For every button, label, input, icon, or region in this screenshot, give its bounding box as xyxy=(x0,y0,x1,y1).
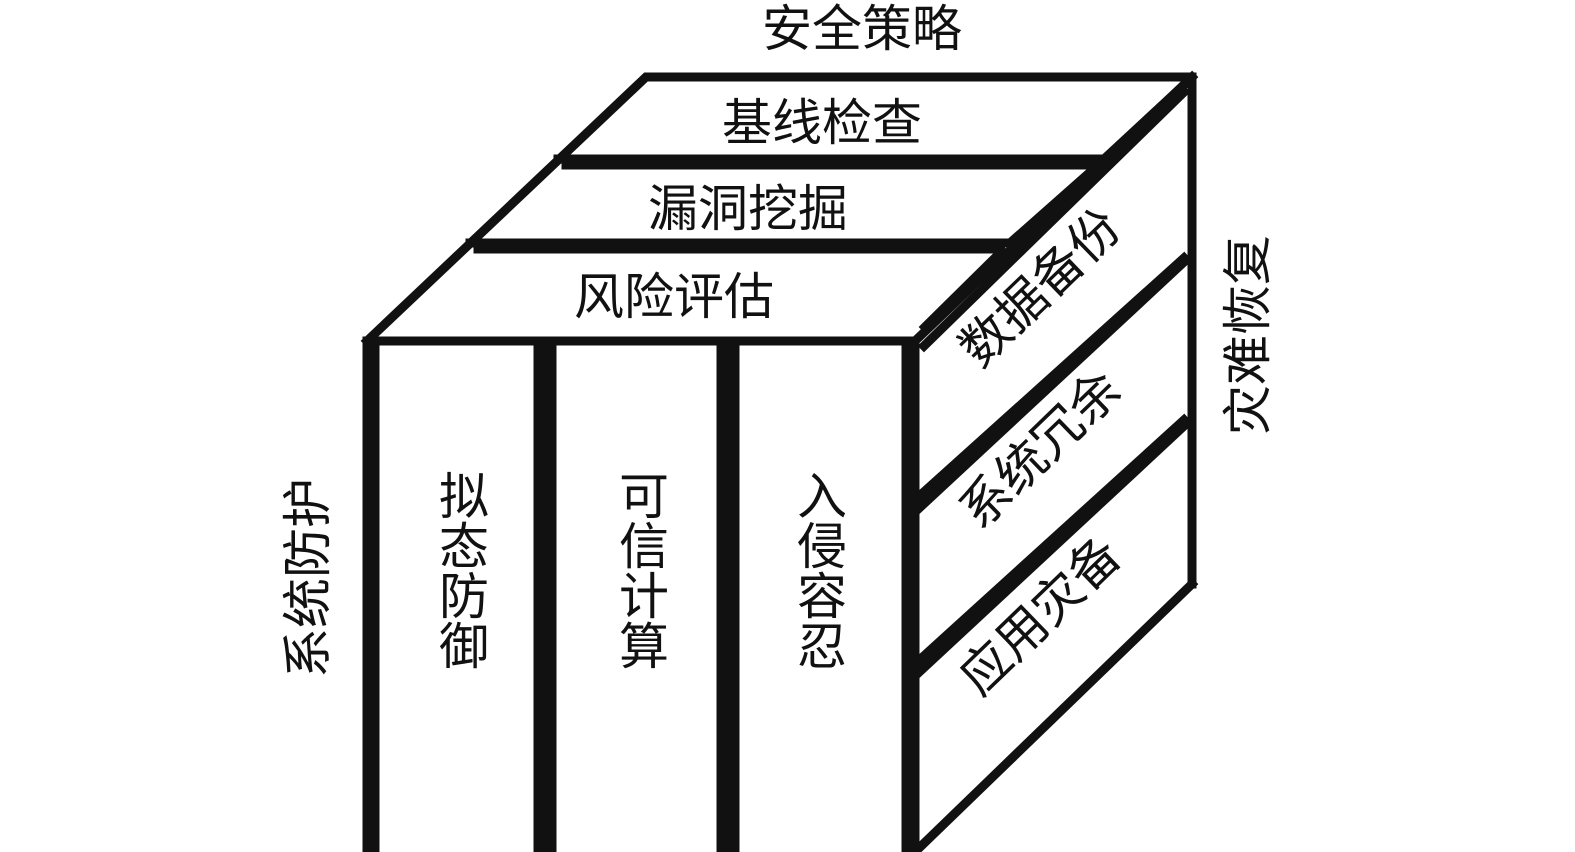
top-layer-3: 风险评估 xyxy=(574,268,774,326)
front-column-1: 拟态防御 xyxy=(431,470,489,670)
right-face-lines xyxy=(908,72,1199,852)
top-layer-1: 基线检查 xyxy=(722,94,922,152)
top-face xyxy=(367,77,1192,341)
top-layer-2: 漏洞挖掘 xyxy=(648,180,848,238)
front-face-lines xyxy=(362,336,920,852)
front-face xyxy=(367,341,915,852)
top-face-lines xyxy=(360,70,1199,348)
front-column-2: 可信计算 xyxy=(611,470,669,670)
front-column-3: 入侵容忍 xyxy=(789,470,847,670)
right-face xyxy=(915,77,1192,852)
title-top: 安全策略 xyxy=(762,0,962,58)
label-left: 系统防护 xyxy=(279,478,337,678)
label-right: 灾难恢复 xyxy=(1219,235,1277,435)
